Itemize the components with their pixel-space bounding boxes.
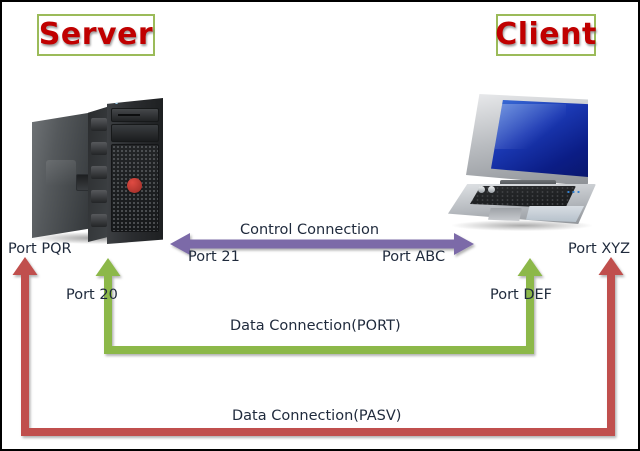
client-control-port-label: Port ABC <box>382 249 446 265</box>
data-pasv-connection-label: Data Connection(PASV) <box>232 408 402 424</box>
laptop-icon <box>448 94 596 234</box>
laptop-shadow <box>452 220 592 231</box>
laptop-trackpad <box>488 208 522 221</box>
client-data-port-label: Port DEF <box>490 287 553 303</box>
server-drive-bay <box>111 124 159 142</box>
laptop-keyboard <box>470 186 576 208</box>
data-port-connection-label: Data Connection(PORT) <box>230 318 401 334</box>
laptop-screen <box>491 100 588 178</box>
laptop-palmrest <box>526 206 584 222</box>
server-side-panel <box>32 112 94 238</box>
server-vent-column <box>88 106 110 242</box>
server-front-face <box>107 98 163 244</box>
data-port-connection-line <box>95 258 543 354</box>
server-title-label: Server <box>38 17 154 52</box>
laptop-indicator-lights <box>566 190 580 194</box>
client-pasv-port-label: Port XYZ <box>568 241 631 257</box>
client-title-box: Client <box>495 14 597 56</box>
server-title-box: Server <box>37 14 155 56</box>
server-pasv-port-label: Port PQR <box>8 241 72 257</box>
server-control-port-label: Port 21 <box>188 249 240 265</box>
server-power-led <box>115 101 118 104</box>
server-brand-logo <box>127 178 142 193</box>
server-optical-drive <box>111 108 159 122</box>
server-data-port-label: Port 20 <box>66 287 118 303</box>
laptop-speaker-buttons <box>478 186 496 193</box>
control-connection-label: Control Connection <box>240 222 380 238</box>
server-latch <box>76 174 90 191</box>
server-tower-icon <box>28 90 168 248</box>
laptop-lid <box>466 94 588 186</box>
client-title-label: Client <box>495 17 597 52</box>
